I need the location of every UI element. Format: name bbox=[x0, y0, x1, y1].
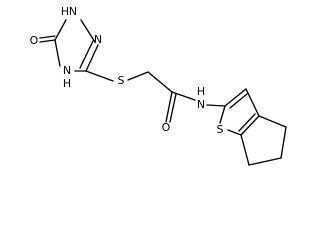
bond-c3a-c6a-b bbox=[238, 113, 256, 132]
bond-c5-n1 bbox=[54, 19, 67, 41]
bond-carbonyl-n bbox=[171, 91, 196, 101]
bond-c3-c3a bbox=[245, 88, 260, 117]
atom-labels: O H N N N H S O N H S bbox=[30, 5, 224, 136]
bond-c5-c6 bbox=[248, 157, 282, 166]
bond-c4-c5 bbox=[280, 126, 287, 159]
bond-c5-o-b bbox=[39, 35, 56, 39]
atom-o-amide: O bbox=[162, 121, 171, 134]
bond-n2-c3-a bbox=[85, 44, 99, 72]
bond-n1-n2 bbox=[80, 19, 96, 43]
bond-c3-s bbox=[85, 70, 114, 82]
atom-h-amide: H bbox=[197, 85, 205, 98]
bond-n2-c3-b bbox=[79, 40, 94, 69]
bond-c2-c3-a bbox=[224, 88, 247, 107]
atom-n4: N bbox=[63, 64, 71, 77]
atom-n-amide: N bbox=[197, 98, 205, 111]
atom-o-carbonyl-ring: O bbox=[30, 34, 39, 47]
atom-h-n4: H bbox=[63, 77, 71, 90]
bond-c3a-c6a-a bbox=[240, 115, 260, 136]
bond-amide-co-b bbox=[169, 93, 177, 123]
bonds bbox=[39, 19, 287, 166]
bond-c6a-s bbox=[227, 129, 242, 136]
structure-svg: O H N N N H S O N H S bbox=[30, 5, 287, 166]
atom-n-ring: N bbox=[94, 33, 102, 46]
bond-s-ch2 bbox=[127, 71, 149, 81]
bond-ch2-carbonyl bbox=[147, 71, 173, 93]
bond-c2-c3-b bbox=[229, 93, 248, 109]
bond-c5-o-a bbox=[39, 39, 56, 43]
atom-n1: N bbox=[69, 5, 77, 18]
bond-s-c2 bbox=[219, 105, 226, 124]
atom-s-thioether: S bbox=[118, 74, 125, 87]
bond-amide-co-a bbox=[165, 91, 173, 123]
atom-h-n1: H bbox=[61, 5, 69, 18]
bond-c3a-c4 bbox=[258, 115, 287, 128]
bond-n4-c5 bbox=[54, 39, 61, 67]
bond-n-c2 bbox=[206, 104, 226, 107]
bond-c6-c6a bbox=[240, 134, 250, 166]
atom-s-thiophene: S bbox=[217, 123, 224, 136]
molecule-diagram: O H N N N H S O N H S bbox=[29, 5, 287, 166]
